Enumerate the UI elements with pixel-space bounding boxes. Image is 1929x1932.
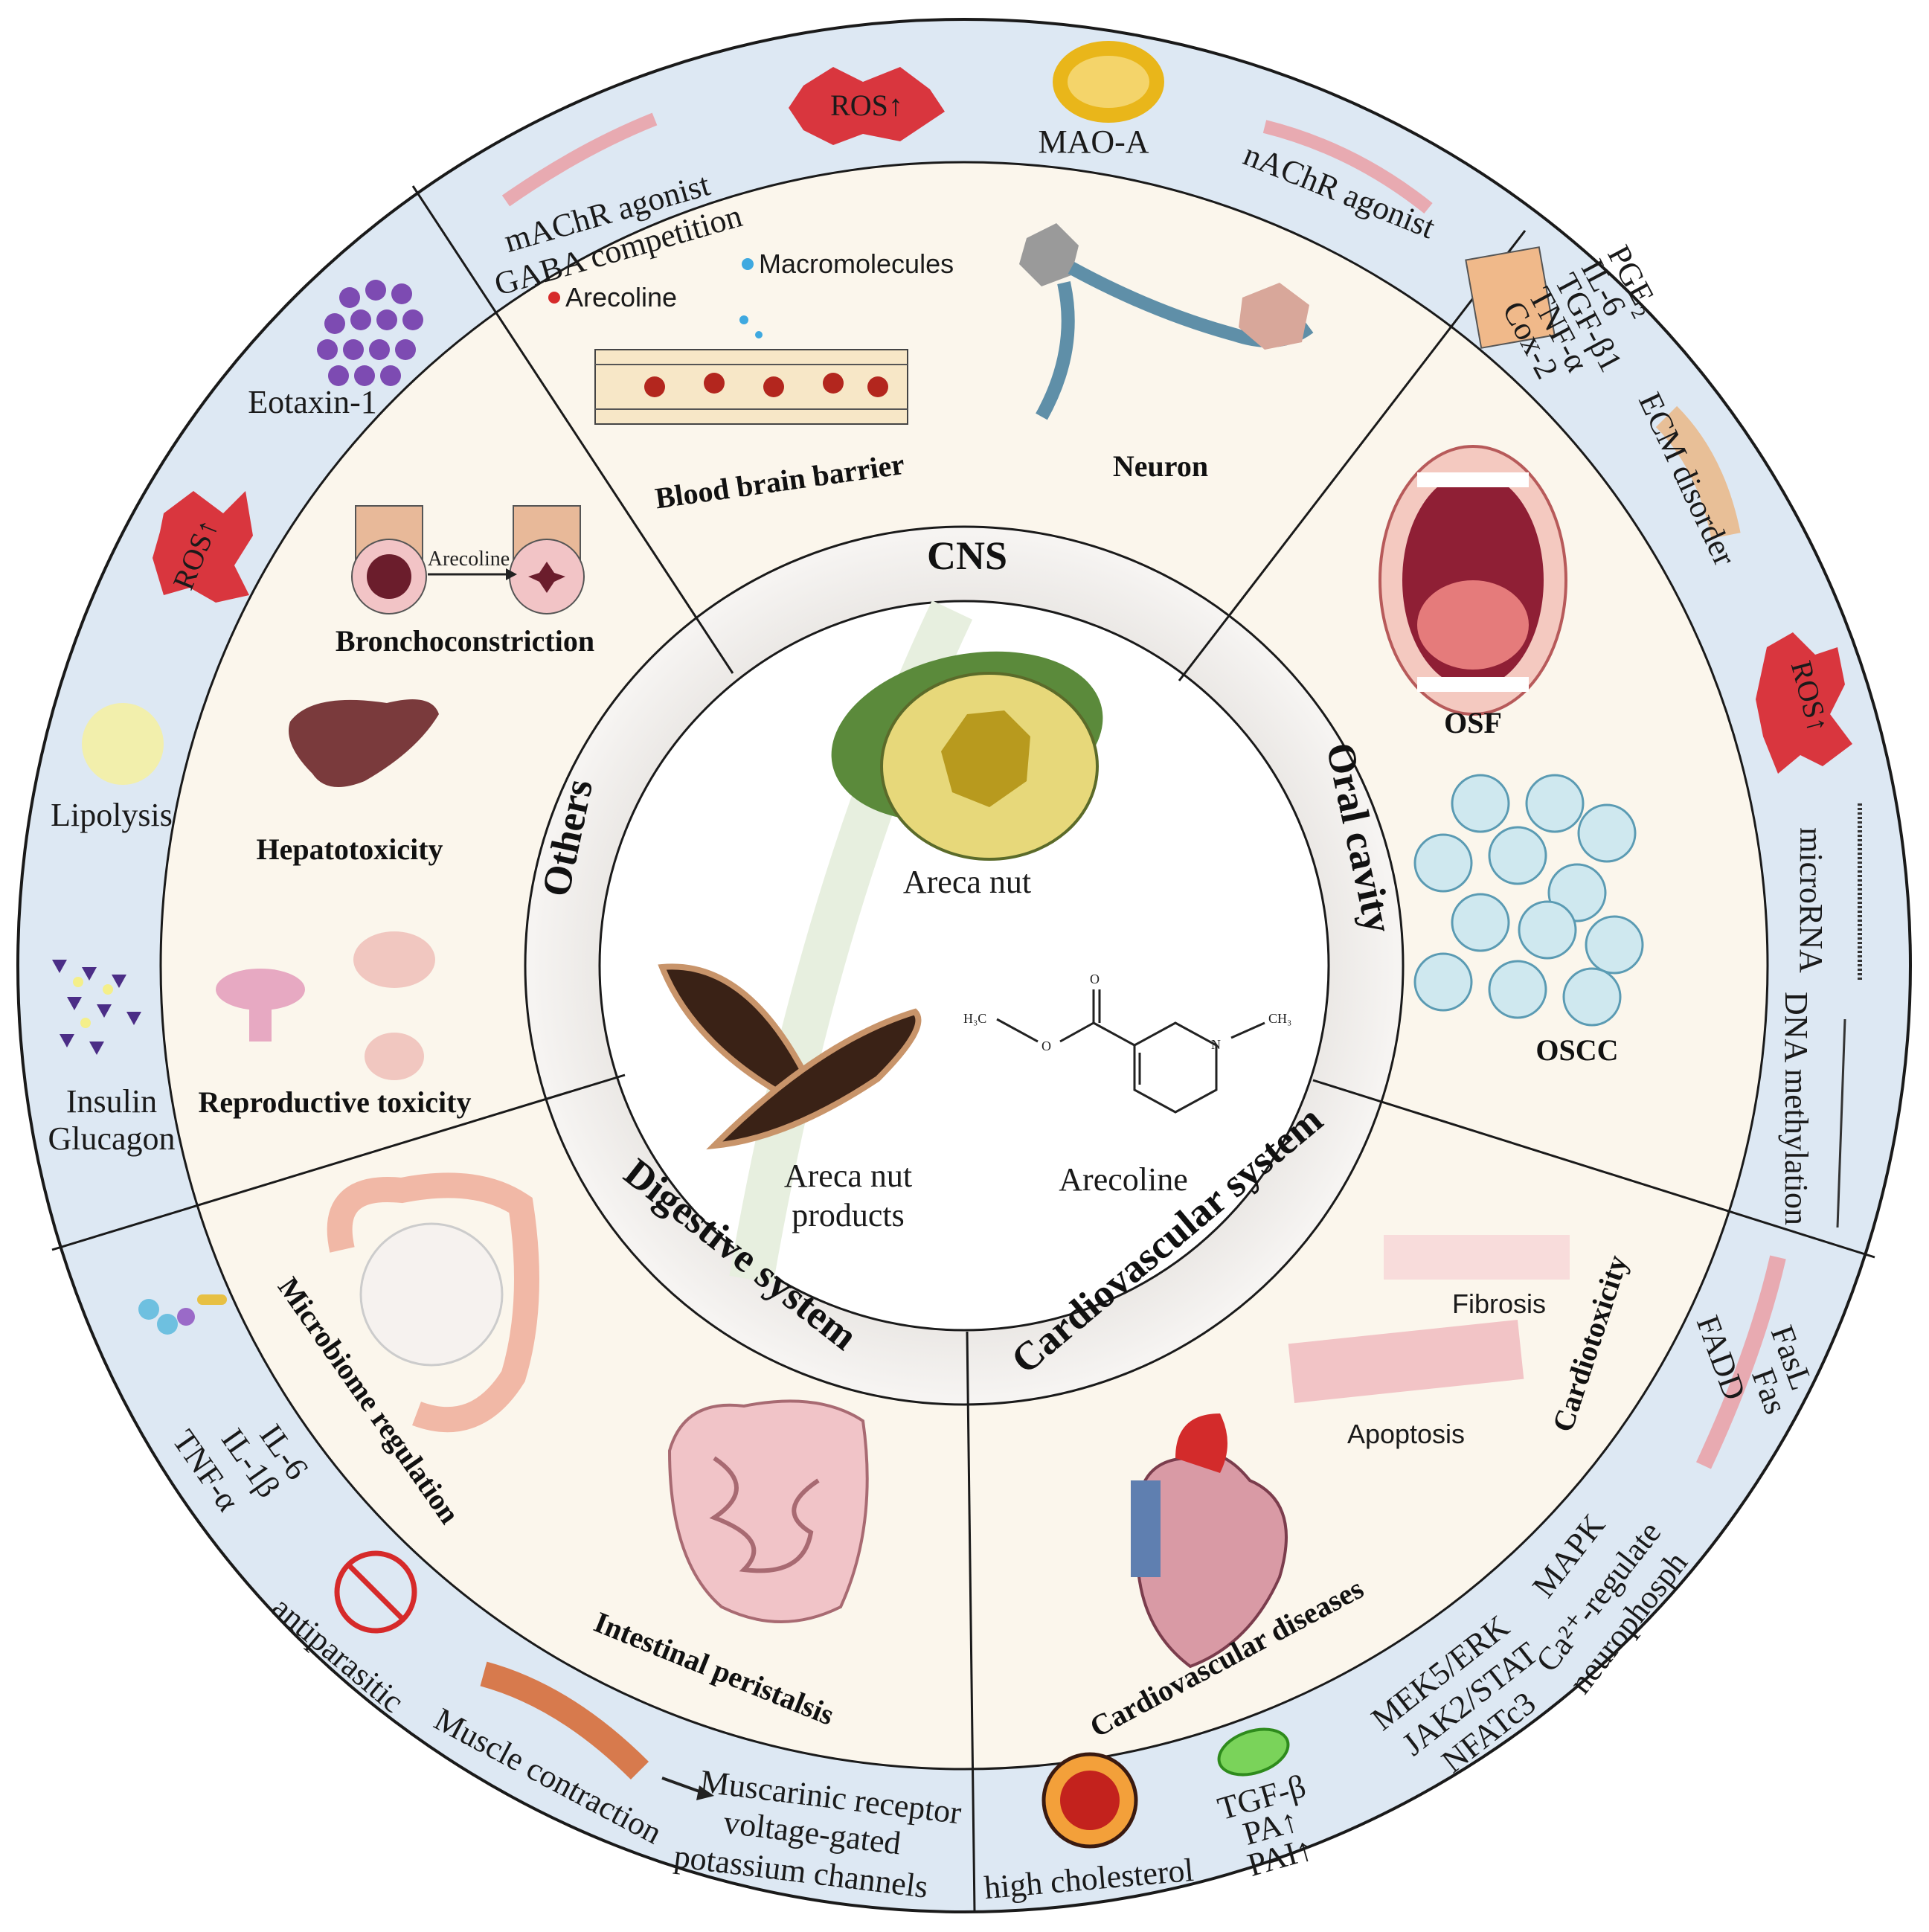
dna-strand	[1836, 1018, 1846, 1228]
core-arecoline: Arecoline	[1059, 1161, 1187, 1198]
apoptosis-tissue	[1288, 1320, 1524, 1403]
ecm-fibers	[1655, 405, 1741, 539]
areca-nut-products-illustration	[658, 963, 922, 1150]
intestine-illustration	[667, 1399, 869, 1623]
arecoline-structure	[996, 989, 1265, 1114]
mao-a-label: MAO-A	[1038, 123, 1149, 160]
sector-dividers	[51, 185, 1875, 1913]
membrane-fas	[1696, 1255, 1786, 1469]
neuron-title: Neuron	[1113, 449, 1208, 483]
ros-top-label: ROS↑	[830, 89, 903, 122]
oscc-cells-illustration	[1413, 774, 1644, 1027]
lipolysis-label: Lipolysis	[51, 797, 173, 833]
hepatotoxicity-title: Hepatotoxicity	[256, 832, 443, 866]
oscc-title: OSCC	[1535, 1033, 1618, 1067]
microrna-label: microRNA	[1793, 827, 1829, 973]
muscle-illustration	[480, 1661, 649, 1780]
no-parasite-slash	[347, 1564, 404, 1620]
mouth-illustration	[1378, 445, 1567, 716]
liver-illustration	[289, 699, 439, 787]
chem-ch3: CH₃	[1268, 1011, 1291, 1026]
membrane-nachr	[1262, 120, 1433, 214]
areca-nut-illustration	[831, 651, 1103, 861]
tgf-vesicle	[1217, 1727, 1290, 1777]
apoptosis-label: Apoptosis	[1347, 1419, 1465, 1449]
arecoline-dot	[548, 292, 560, 304]
colon-microbiome-illustration	[327, 1172, 539, 1433]
section-cns: CNS	[927, 533, 1007, 578]
glucagon-label: Glucagon	[48, 1120, 175, 1157]
bbb-arecoline-label: Arecoline	[565, 282, 677, 312]
cytokines-list: PGE₂ IL-6 TGF-β1 TNF-α Cox-2	[1495, 240, 1667, 385]
bbb-macromolecules-label: Macromolecules	[759, 248, 954, 279]
muscle-arrow	[661, 1777, 700, 1793]
microbes-illustration	[138, 1294, 227, 1335]
oral-cell-illustration	[1465, 246, 1556, 349]
chem-n: N	[1211, 1037, 1221, 1052]
insulin-glucagon-illustration	[52, 960, 141, 1055]
fibrosis-tissue	[1384, 1235, 1570, 1280]
bbb-illustration	[594, 315, 908, 425]
heart-illustration	[1131, 1413, 1288, 1669]
lipid-droplets	[82, 703, 164, 785]
ros-badge-top	[789, 67, 945, 145]
no-parasite-icon	[334, 1550, 417, 1634]
core-areca-nut: Areca nut	[903, 864, 1031, 900]
eotaxin-dots	[317, 280, 423, 386]
bronchus-arrow-label: Arecoline	[428, 548, 510, 571]
cholesterol-core	[1060, 1771, 1120, 1830]
core-areca-nut-products-2: products	[792, 1197, 905, 1233]
bronchoconstriction-title: Bronchoconstriction	[336, 624, 594, 658]
ros-badge-left	[153, 491, 253, 603]
ros-badge-right	[1756, 632, 1852, 774]
chem-o-carbonyl: O	[1090, 972, 1100, 986]
muscle-arrow-head	[696, 1785, 714, 1800]
reproductive-illustration	[216, 931, 435, 1080]
insulin-label: Insulin	[66, 1083, 157, 1120]
macromolecule-dot	[742, 258, 754, 270]
eotaxin-label: Eotaxin-1	[248, 384, 377, 420]
bronchus-illustration	[351, 505, 585, 614]
fibrosis-label: Fibrosis	[1452, 1288, 1546, 1319]
mitochondria-illustration	[1053, 41, 1164, 123]
neuron-illustration	[1019, 223, 1314, 420]
dna-methylation-label: DNA methylation	[1778, 992, 1814, 1225]
chem-o-ester: O	[1041, 1039, 1051, 1053]
core-areca-nut-products-1: Areca nut	[784, 1158, 912, 1194]
chem-h3c: H₃C	[963, 1011, 986, 1026]
membrane-machr	[501, 112, 658, 207]
reproductive-title: Reproductive toxicity	[199, 1085, 472, 1119]
osf-title: OSF	[1444, 706, 1502, 739]
